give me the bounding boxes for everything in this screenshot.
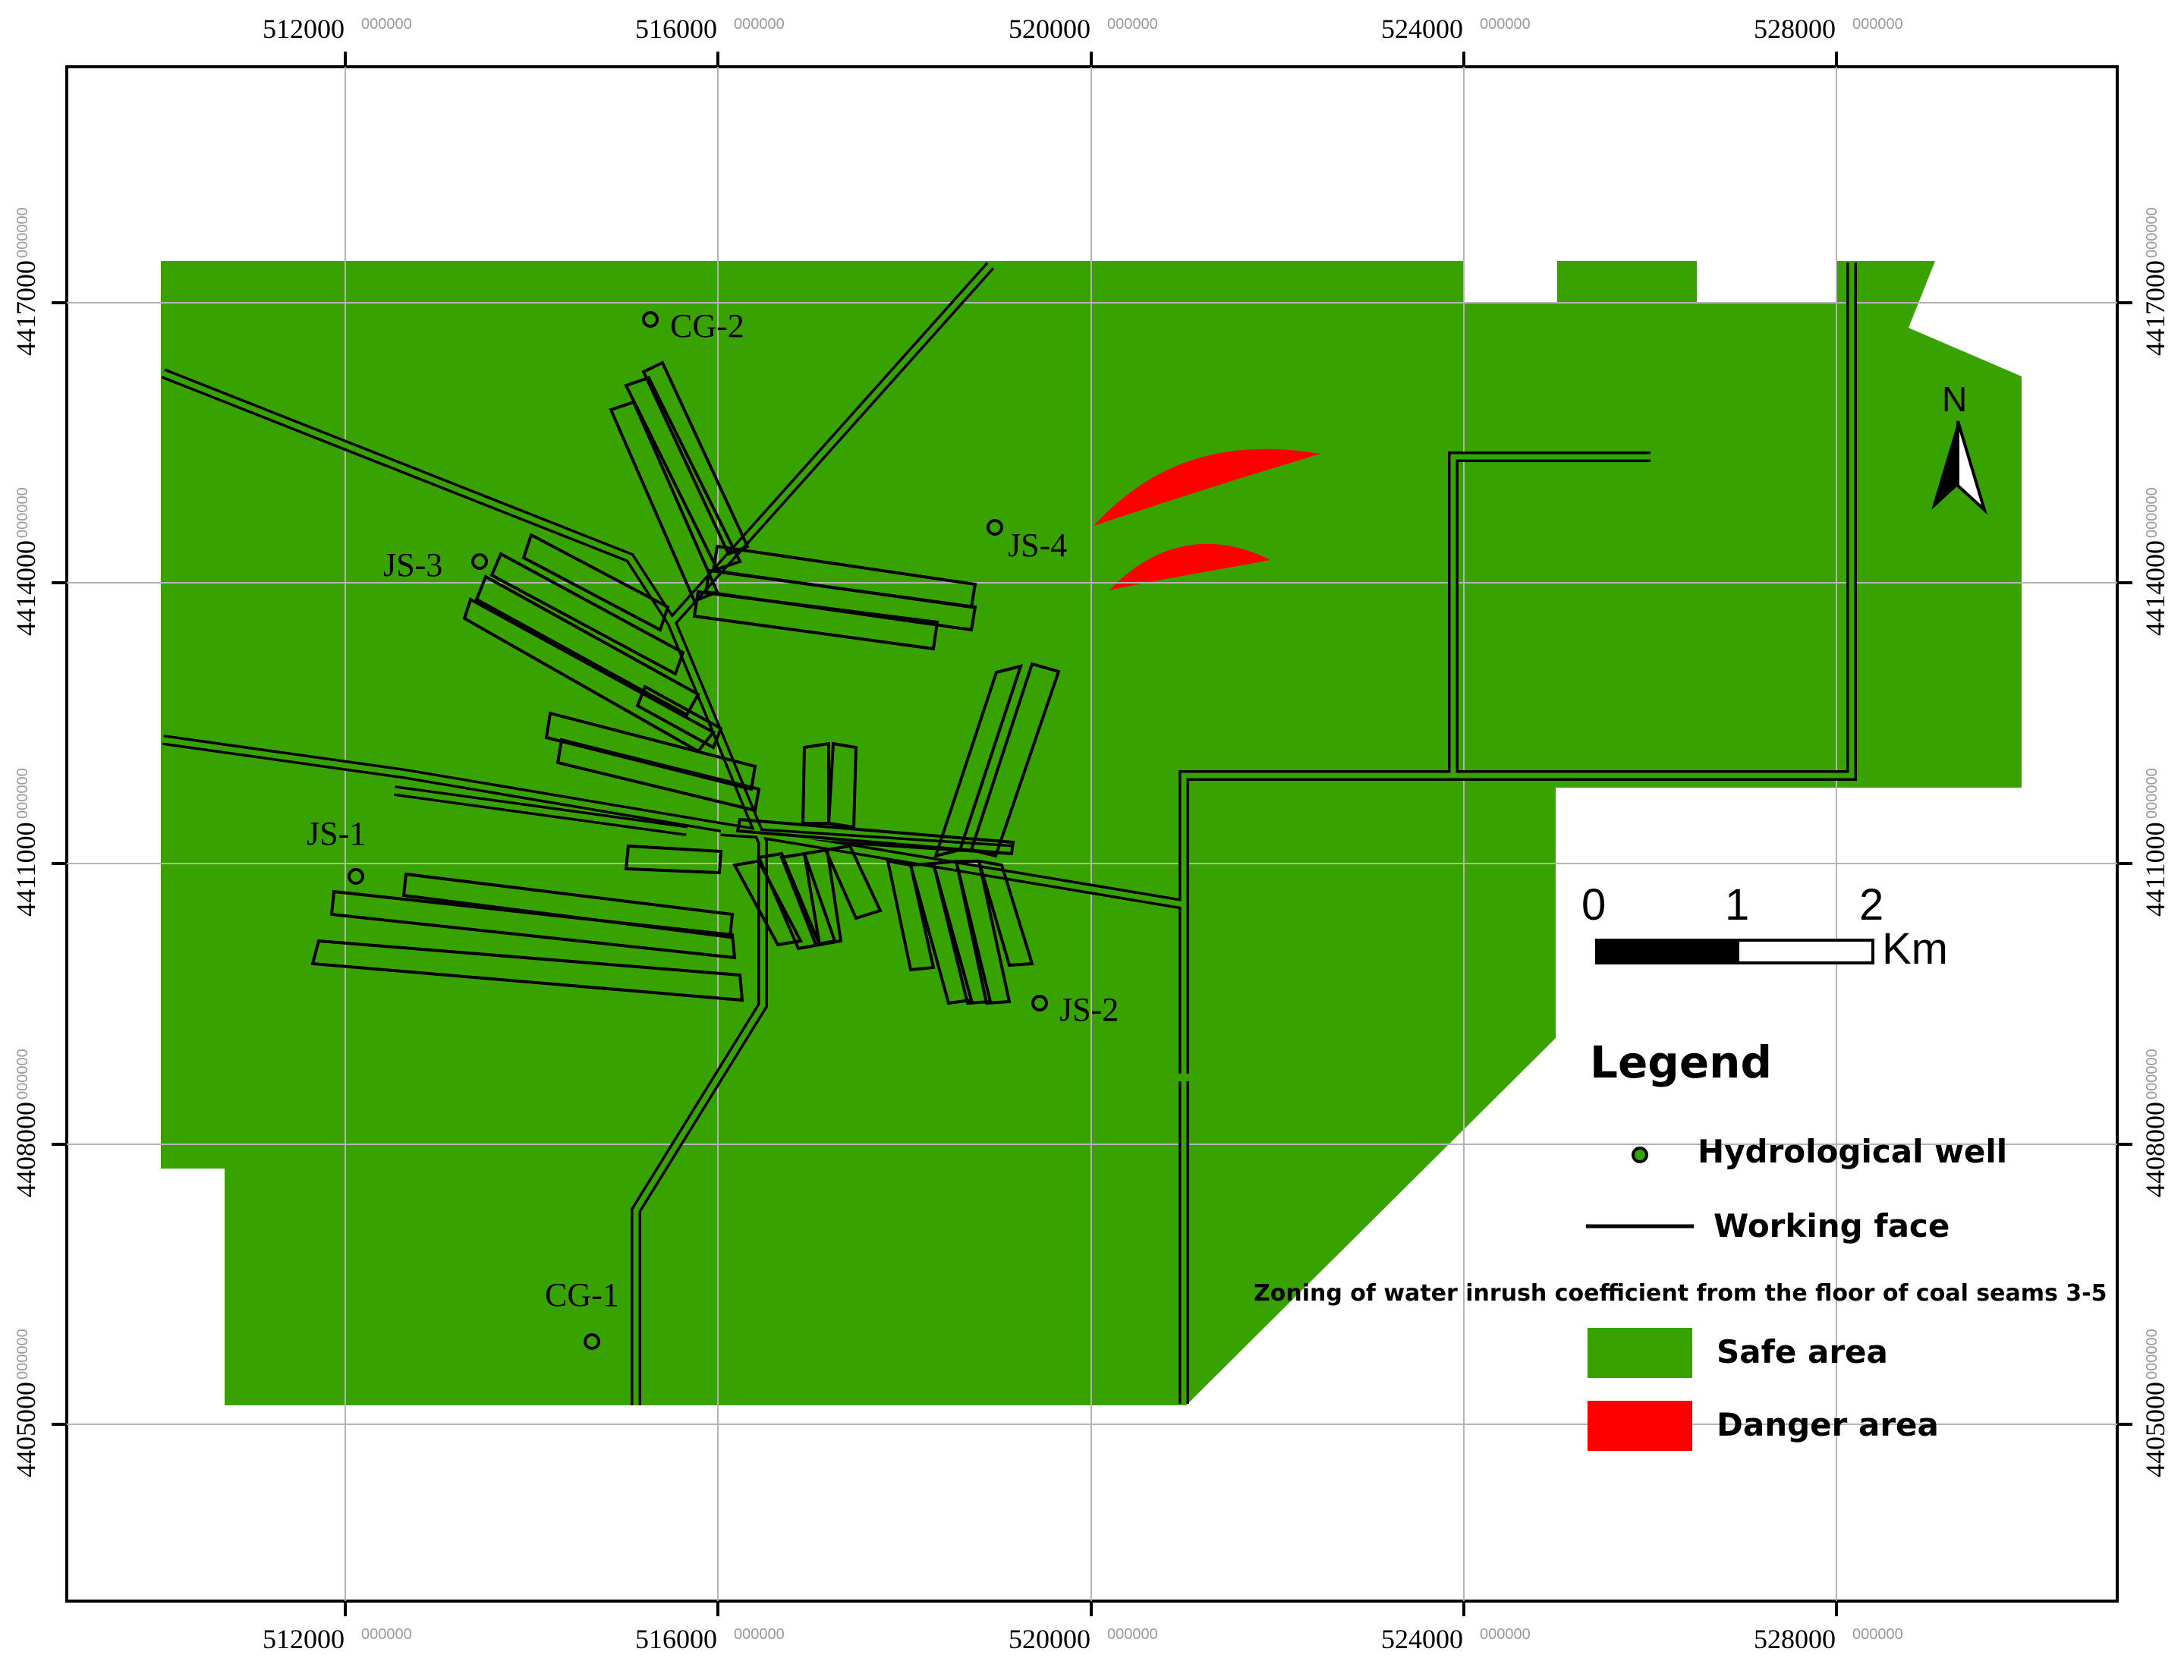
y-tick-left-2: 4414000	[11, 540, 41, 636]
x-tick-bottom-3-dec: 000000	[1107, 1626, 1158, 1643]
working-faces	[310, 360, 1061, 1005]
y-tick-right-5: 4405000	[2140, 1382, 2170, 1477]
legend: Legend Hydrological well Working face Zo…	[1254, 1037, 2107, 1451]
danger-area-1	[1094, 448, 1320, 526]
scale-label-0: 0	[1581, 880, 1606, 930]
y-tick-right-3-dec: 000000	[2144, 768, 2160, 819]
well-label-js-2: JS-2	[1059, 991, 1119, 1028]
x-tick-top-4: 524000	[1381, 14, 1463, 44]
well-js-3-marker	[471, 553, 488, 570]
legend-well-label: Hydrological well	[1698, 1133, 2007, 1170]
y-tick-left-5-dec: 000000	[14, 1329, 31, 1380]
legend-safe-swatch	[1588, 1328, 1692, 1378]
y-tick-left-5: 4405000	[11, 1382, 41, 1477]
y-tick-right-5-dec: 000000	[2144, 1329, 2160, 1380]
y-tick-left-4-dec: 000000	[14, 1049, 31, 1100]
north-arrow-icon: N	[1931, 379, 1987, 515]
scale-unit: Km	[1882, 924, 1948, 974]
x-tick-bottom-2-dec: 000000	[734, 1626, 785, 1643]
y-tick-right-2-dec: 000000	[2144, 487, 2160, 538]
x-tick-bottom-4-dec: 000000	[1480, 1626, 1531, 1643]
y-tick-left-4: 4408000	[11, 1102, 41, 1197]
x-tick-bottom-1: 512000	[263, 1624, 345, 1654]
hydrological-wells	[348, 311, 1048, 1350]
y-tick-left-1: 4417000	[11, 260, 41, 356]
legend-danger-swatch	[1588, 1401, 1692, 1451]
scale-bar: 0 1 2 Km	[1581, 880, 1948, 974]
scale-label-2: 2	[1859, 880, 1883, 930]
well-js-4-marker	[987, 519, 1003, 536]
x-tick-bottom-1-dec: 000000	[361, 1626, 412, 1643]
y-tick-left-2-dec: 000000	[14, 487, 31, 538]
x-tick-bottom-2: 516000	[635, 1624, 717, 1654]
north-label: N	[1942, 379, 1967, 419]
y-tick-right-4: 4408000	[2140, 1102, 2170, 1197]
legend-well-icon	[1632, 1147, 1648, 1163]
legend-safe-label: Safe area	[1717, 1333, 1888, 1370]
danger-area-2	[1109, 543, 1270, 590]
x-tick-bottom-3: 520000	[1009, 1624, 1090, 1654]
x-tick-top-5: 528000	[1754, 14, 1836, 44]
x-tick-bottom-4: 524000	[1381, 1624, 1463, 1654]
y-tick-left-1-dec: 000000	[14, 207, 31, 258]
y-tick-right-4-dec: 000000	[2144, 1049, 2160, 1100]
x-tick-top-1-dec: 000000	[361, 16, 412, 33]
scale-label-1: 1	[1725, 880, 1749, 930]
x-tick-top-3: 520000	[1009, 14, 1090, 44]
y-tick-right-1: 4417000	[2140, 260, 2170, 356]
x-tick-top-1: 512000	[263, 14, 345, 44]
well-label-cg-1: CG-1	[545, 1276, 619, 1313]
well-cg-1-marker	[584, 1333, 600, 1350]
well-label-js-4: JS-4	[1008, 527, 1067, 564]
x-tick-bottom-5-dec: 000000	[1852, 1626, 1903, 1643]
legend-danger-label: Danger area	[1717, 1406, 1939, 1443]
x-tick-top-2: 516000	[635, 14, 717, 44]
grid-lines	[67, 67, 2117, 1601]
well-label-js-3: JS-3	[383, 546, 442, 584]
x-tick-bottom-5: 528000	[1754, 1624, 1836, 1654]
x-tick-top-2-dec: 000000	[734, 16, 785, 33]
y-tick-left-3-dec: 000000	[14, 768, 31, 819]
y-tick-left-3: 4411000	[11, 822, 41, 917]
x-tick-top-4-dec: 000000	[1480, 16, 1531, 33]
well-label-js-1: JS-1	[307, 815, 366, 852]
legend-zoning-title: Zoning of water inrush coefficient from …	[1254, 1280, 2107, 1307]
y-tick-right-3: 4411000	[2140, 822, 2170, 917]
x-tick-top-5-dec: 000000	[1852, 16, 1903, 33]
x-tick-top-3-dec: 000000	[1107, 16, 1158, 33]
y-tick-right-1-dec: 000000	[2144, 207, 2160, 258]
legend-title: Legend	[1590, 1037, 1772, 1088]
well-label-cg-2: CG-2	[670, 307, 744, 344]
well-js-1-marker	[348, 868, 364, 885]
y-tick-right-2: 4414000	[2140, 540, 2170, 636]
well-js-2-marker	[1031, 995, 1048, 1011]
legend-working-face-label: Working face	[1714, 1207, 1950, 1244]
frame-ticks	[52, 52, 2132, 1616]
well-cg-2-marker	[642, 311, 659, 328]
